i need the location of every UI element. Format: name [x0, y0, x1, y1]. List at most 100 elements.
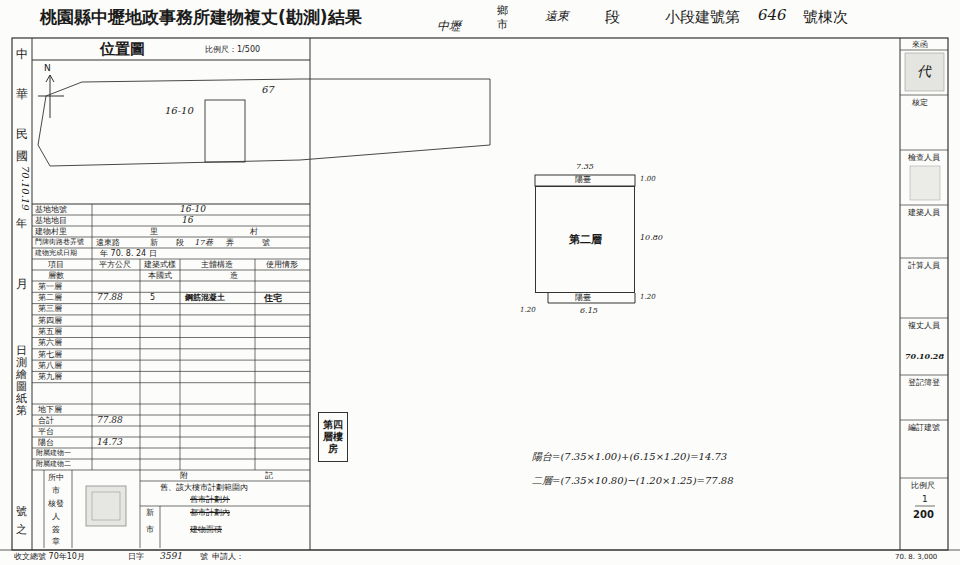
node-text: 第二層 — [569, 233, 602, 246]
table-cell: 14.73 — [97, 438, 123, 447]
table-cell: 門牌街路巷弄號 — [35, 239, 84, 246]
form-label: 人 — [52, 513, 60, 521]
table-cell: 第五層 — [38, 328, 62, 336]
table-cell: 建物村里 — [35, 228, 67, 236]
table-cell: 里 — [150, 228, 158, 236]
table-cell: 鋼筋混凝土 — [185, 294, 225, 302]
header-field: 號棟次 — [803, 10, 848, 25]
sidebar-label: 200 — [913, 510, 934, 520]
dimension-label: 陽臺 — [575, 294, 591, 302]
sidebar-label: 複丈人員 — [908, 322, 940, 330]
table-cell: 5 — [150, 294, 155, 302]
form-label: 16-10 — [165, 106, 194, 116]
node-text: 第四層樓房 — [323, 419, 343, 455]
margin-date: 70.10.19 — [20, 166, 30, 211]
table-cell: 層數 — [48, 272, 64, 280]
floor-plan-room: 第二層 — [535, 186, 635, 293]
table-cell: 項目 — [48, 261, 64, 269]
table-cell: 遠東路 — [96, 239, 120, 247]
margin-date: 號 — [16, 506, 27, 517]
table-cell: 16-10 — [180, 205, 206, 214]
header-field: 小段建號第 — [665, 10, 740, 25]
sidebar-label: 編訂建號 — [908, 424, 940, 432]
table-cell: 號 — [262, 239, 270, 247]
table-cell: 第一層 — [38, 283, 62, 291]
form-label: 比例尺：1/500 — [205, 46, 260, 54]
form-label: 67 — [262, 85, 275, 95]
margin-date: 日測繪圖紙第 — [16, 345, 27, 418]
sidebar-label: 計算人員 — [908, 262, 940, 270]
dimension-label: 1.00 — [640, 176, 656, 183]
table-cell: 新 — [150, 239, 158, 247]
dimension-label: 1.20 — [640, 294, 656, 301]
table-cell: 主體構造 — [201, 261, 233, 269]
header-field: 中壢 — [437, 20, 461, 32]
table-cell: 16 — [182, 216, 193, 225]
table-cell: 基地地號 — [35, 206, 67, 214]
table-cell: 建物完成日期 — [35, 250, 77, 257]
table-cell: 平方公尺 — [99, 261, 131, 269]
form-label: 簽 — [52, 526, 60, 534]
header-field: 遠東 — [545, 10, 569, 22]
document-title: 桃園縣中壢地政事務所建物複丈(勘測)結果 — [40, 9, 362, 26]
dimension-label: 10.80 — [640, 234, 663, 242]
margin-date: 中 — [16, 48, 28, 60]
sidebar-label: 登記簿登 — [908, 379, 940, 387]
table-cell: 住宅 — [264, 294, 282, 303]
table-cell: 段 — [176, 239, 184, 247]
table-cell: 本國式 — [148, 272, 172, 280]
sidebar-label: 1 — [922, 495, 928, 504]
sidebar-label: 檢查人員 — [908, 154, 940, 162]
form-label: 新 — [146, 509, 154, 517]
margin-date: 民 — [16, 128, 28, 140]
margin-date: 月 — [16, 278, 28, 290]
table-cell: 77.88 — [97, 293, 123, 302]
dimension-label: 陽臺 — [575, 176, 591, 184]
table-cell: 附屬建物二 — [36, 461, 71, 468]
table-cell: 第二層 — [38, 294, 62, 302]
sidebar-label: 核定 — [912, 99, 928, 107]
footer-label: 收文總號 70年10月 — [14, 553, 85, 561]
form-label: 市 — [146, 526, 154, 534]
table-cell: 建築式樣 — [144, 261, 176, 269]
form-label: 市 — [52, 487, 60, 495]
margin-date: 華 — [16, 88, 28, 100]
form-label: 所中 — [48, 474, 64, 482]
table-cell: 地下層 — [38, 406, 62, 414]
footer-label: 申請人： — [212, 553, 244, 561]
header-field: 646 — [758, 8, 787, 23]
table-cell: 合計 — [38, 417, 54, 425]
table-cell: 基地地目 — [35, 217, 67, 225]
header-field: 市 — [497, 19, 508, 30]
table-cell: 附屬建物一 — [36, 450, 71, 457]
sidebar-label: 比例尺 — [911, 482, 935, 490]
form-label: 都市計劃內 — [190, 509, 230, 517]
table-cell: 平台 — [38, 428, 54, 436]
table-cell: 17巷 — [195, 239, 213, 247]
footer-label: 3591 — [160, 552, 183, 561]
table-cell: 第三層 — [38, 305, 62, 313]
table-cell: 第四層 — [38, 317, 62, 325]
form-label: 核發 — [48, 500, 64, 508]
table-cell: 村 — [250, 228, 258, 236]
margin-date: 之 — [16, 524, 27, 535]
form-label: 舊、該大樓市計劃範圍內 — [160, 484, 248, 492]
form-label: 建物面積 — [190, 526, 222, 534]
form-label: N — [44, 64, 51, 73]
margin-date: 國 — [16, 150, 28, 162]
footer-label: 70. 8. 3,000 — [895, 554, 937, 561]
header-field: 鄉 — [497, 5, 508, 16]
footer-label: 號 — [200, 553, 208, 561]
form-label: 附 — [180, 472, 188, 480]
form-label: 記 — [265, 472, 273, 480]
table-cell: 年 70. 8. 24 日 — [100, 250, 157, 258]
dimension-label: 陽台=(7.35×1.00)+(6.15×1.20)=14.73 — [532, 452, 727, 462]
sidebar-label: 建築人員 — [908, 209, 940, 217]
form-label: 章 — [52, 538, 60, 546]
table-cell: 陽台 — [38, 439, 54, 447]
sidebar-label: 代 — [917, 64, 931, 78]
floor-stamp: 第四層樓房 — [318, 412, 348, 462]
form-label: 位置圖 — [100, 42, 145, 57]
